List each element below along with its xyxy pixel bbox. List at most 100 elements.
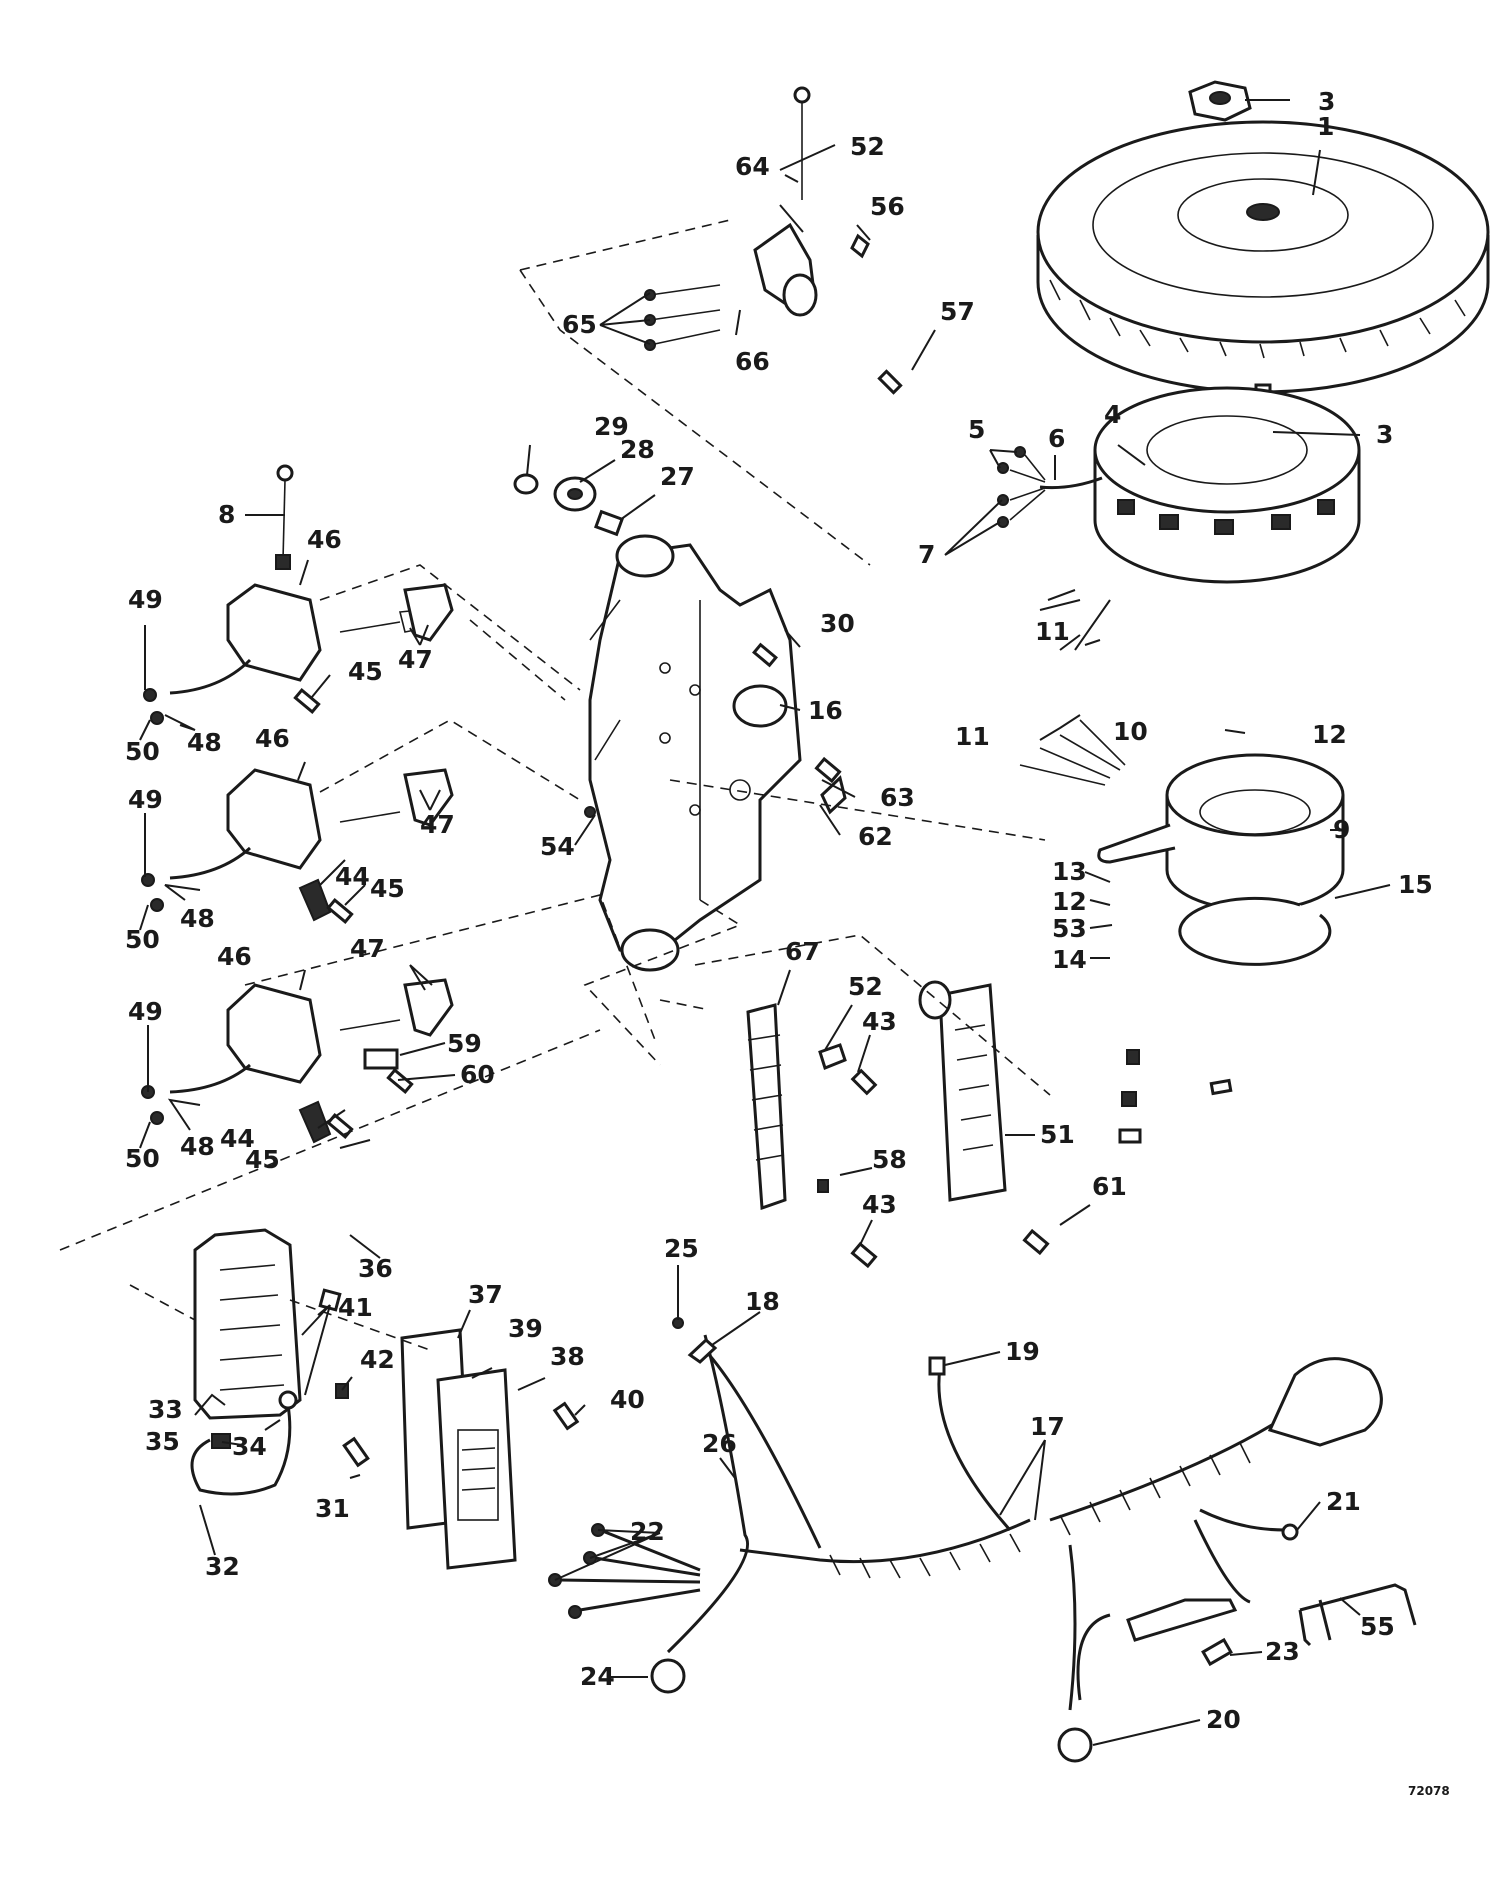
callout-26: 26 — [702, 1429, 737, 1458]
callout-23: 23 — [1265, 1637, 1300, 1666]
callout-2: 3 — [1318, 87, 1335, 116]
stator — [997, 386, 1361, 584]
wiring-harness — [548, 1334, 1383, 1763]
terminal-block — [746, 1003, 787, 1211]
callout-7: 7 — [918, 540, 935, 569]
callout-53: 53 — [1052, 914, 1087, 943]
callout-19: 19 — [1005, 1337, 1040, 1366]
callout-48b: 48 — [180, 904, 215, 933]
bushing-stack — [513, 473, 624, 537]
callout-43b: 43 — [862, 1190, 897, 1219]
callout-11a: 11 — [1035, 617, 1070, 646]
callout-10: 10 — [1113, 717, 1148, 746]
callout-51: 51 — [1040, 1120, 1075, 1149]
callout-47b: 47 — [420, 810, 455, 839]
callout-49c: 49 — [128, 997, 163, 1026]
callout-48c: 48 — [180, 1132, 215, 1161]
callout-59: 59 — [447, 1029, 482, 1058]
flywheel — [1036, 120, 1490, 394]
callout-45a: 45 — [348, 657, 383, 686]
ignition-coil-lower — [141, 978, 454, 1144]
callout-52b: 52 — [848, 972, 883, 1001]
callout-4: 4 — [1104, 400, 1121, 429]
callout-49b: 49 — [128, 785, 163, 814]
callout-18: 18 — [745, 1287, 780, 1316]
power-pack — [193, 1228, 342, 1420]
callout-6: 6 — [1048, 424, 1065, 453]
callout-38: 38 — [550, 1342, 585, 1371]
ground-lead-lower — [190, 1390, 298, 1496]
callout-66: 66 — [735, 347, 770, 376]
callout-3: 3 — [1376, 420, 1393, 449]
callout-50c: 50 — [125, 1144, 160, 1173]
callout-37: 37 — [468, 1280, 503, 1309]
callout-45c: 45 — [245, 1145, 280, 1174]
callout-32: 32 — [205, 1552, 240, 1581]
callout-25: 25 — [664, 1234, 699, 1263]
callout-30: 30 — [820, 609, 855, 638]
retaining-ring — [1178, 896, 1332, 966]
callout-67: 67 — [785, 937, 820, 966]
armature-plate — [588, 534, 802, 972]
callout-54: 54 — [540, 832, 575, 861]
callout-22: 22 — [630, 1517, 665, 1546]
callout-15: 15 — [1398, 870, 1433, 899]
callout-44b: 44 — [220, 1124, 255, 1153]
callout-33: 33 — [148, 1395, 183, 1424]
ignition-coil-upper — [143, 583, 454, 725]
callout-12b: 12 — [1052, 887, 1087, 916]
callout-14: 14 — [1052, 945, 1087, 974]
decal-plate — [918, 980, 1007, 1202]
ground-lead-upper — [275, 464, 294, 570]
callout-46b: 46 — [255, 724, 290, 753]
callout-50a: 50 — [125, 737, 160, 766]
callout-48a: 48 — [187, 728, 222, 757]
callout-11b: 11 — [955, 722, 990, 751]
callout-29: 29 — [594, 412, 629, 441]
callout-58: 58 — [872, 1145, 907, 1174]
callout-39: 39 — [508, 1314, 543, 1343]
callout-40: 40 — [610, 1385, 645, 1414]
callout-17: 17 — [1030, 1412, 1065, 1441]
callout-24: 24 — [580, 1662, 615, 1691]
callout-27: 27 — [660, 462, 695, 491]
callout-16: 16 — [808, 696, 843, 725]
callout-34: 34 — [232, 1432, 267, 1461]
callout-64: 64 — [735, 152, 770, 181]
timer-hardware — [1118, 1049, 1233, 1144]
ignition-coil-middle — [141, 768, 454, 922]
callout-60: 60 — [460, 1060, 495, 1089]
callout-41: 41 — [338, 1293, 373, 1322]
callout-5: 5 — [968, 415, 985, 444]
callout-57: 57 — [940, 297, 975, 326]
callout-46c: 46 — [217, 942, 252, 971]
figure-code: 72078 — [1408, 1784, 1450, 1798]
callout-labels: 3 1 3 4 5 6 7 8 9 10 11 11 12 12 13 14 1… — [125, 87, 1433, 1734]
callout-63: 63 — [880, 783, 915, 812]
callout-43a: 43 — [862, 1007, 897, 1036]
mounting-plate — [400, 1328, 517, 1570]
callout-12a: 12 — [1312, 720, 1347, 749]
callout-65: 65 — [562, 310, 597, 339]
spring-clip — [1298, 1583, 1417, 1647]
callout-35: 35 — [145, 1427, 180, 1456]
callout-50b: 50 — [125, 925, 160, 954]
callout-47a: 47 — [398, 645, 433, 674]
callout-44a: 44 — [335, 862, 370, 891]
callout-31: 31 — [315, 1494, 350, 1523]
callout-49a: 49 — [128, 585, 163, 614]
callout-13: 13 — [1052, 857, 1087, 886]
callout-52a: 52 — [850, 132, 885, 161]
callout-9: 9 — [1333, 815, 1350, 844]
callout-20: 20 — [1206, 1705, 1241, 1734]
callout-21: 21 — [1326, 1487, 1361, 1516]
sensor-bracket — [644, 86, 818, 351]
callout-42: 42 — [360, 1345, 395, 1374]
callout-47c: 47 — [350, 934, 385, 963]
flywheel-nut — [1188, 80, 1252, 122]
callout-1: 1 — [1317, 112, 1334, 141]
callout-36: 36 — [358, 1254, 393, 1283]
callout-46a: 46 — [307, 525, 342, 554]
callout-8: 8 — [218, 500, 235, 529]
